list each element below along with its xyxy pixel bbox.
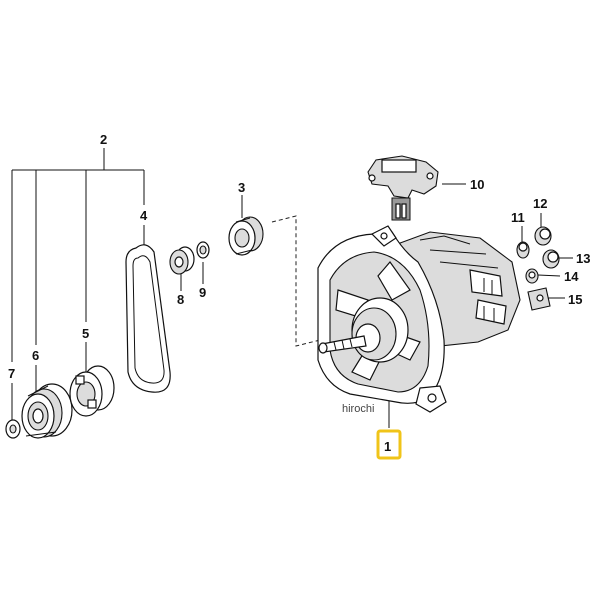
label-2-bracket bbox=[11, 148, 145, 362]
part-6-pulley bbox=[21, 383, 73, 439]
watermark-text: hirochi bbox=[342, 403, 374, 415]
assembly-dashed-line bbox=[271, 215, 321, 347]
part-8-bush bbox=[169, 246, 195, 275]
part-15-terminal bbox=[527, 287, 551, 311]
label-9: 9 bbox=[199, 285, 206, 300]
leader-lines bbox=[11, 183, 573, 428]
part-3-pulley bbox=[228, 216, 264, 256]
label-7: 7 bbox=[8, 366, 15, 381]
label-2: 2 bbox=[100, 132, 107, 147]
part-11-nut bbox=[516, 241, 530, 259]
part-4-belt bbox=[125, 244, 171, 393]
label-1: 1 bbox=[384, 439, 391, 454]
part-10-regulator bbox=[367, 155, 439, 221]
label-3: 3 bbox=[238, 180, 245, 195]
label-14: 14 bbox=[564, 269, 579, 284]
part-9-ring bbox=[196, 241, 210, 259]
label-6: 6 bbox=[32, 348, 39, 363]
part-14-nut bbox=[525, 268, 539, 284]
label-15: 15 bbox=[568, 292, 582, 307]
part-12-cap bbox=[534, 226, 552, 246]
part-1-alternator bbox=[317, 225, 521, 413]
label-11: 11 bbox=[511, 210, 525, 225]
label-13: 13 bbox=[576, 251, 590, 266]
label-1-highlight bbox=[376, 429, 402, 460]
label-5: 5 bbox=[82, 326, 89, 341]
part-5-hub bbox=[69, 365, 115, 417]
part-13-cap bbox=[542, 249, 560, 269]
label-10: 10 bbox=[470, 177, 484, 192]
label-8: 8 bbox=[177, 292, 184, 307]
label-4: 4 bbox=[140, 208, 148, 223]
part-7-washer bbox=[5, 419, 21, 439]
label-12: 12 bbox=[533, 196, 547, 211]
